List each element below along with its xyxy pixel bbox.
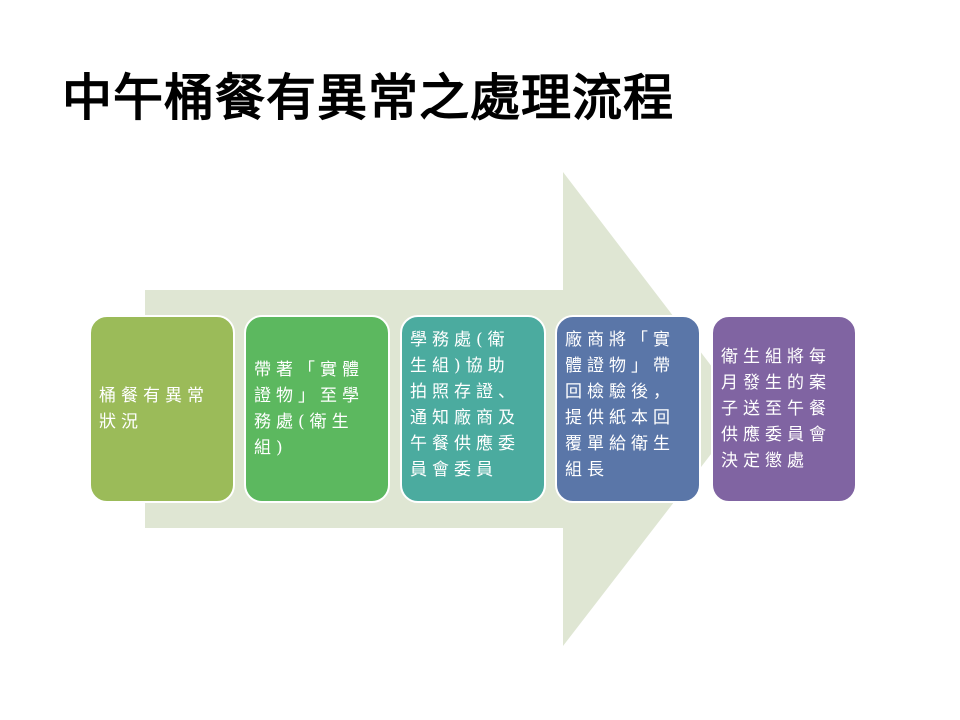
- step-text-line: 決定懲處: [721, 451, 809, 471]
- step-text-line: 子送至午餐: [721, 399, 831, 419]
- step-4-box: 廠商將「實體證物」帶回檢驗後， 提供紙本回覆單給衛生組長: [555, 315, 701, 503]
- step-5-box: 衛生組將每月發生的案子送至午餐供應委員會決定懲處: [711, 315, 857, 503]
- step-text-line: 提供紙本回: [565, 408, 675, 428]
- step-text-line: 狀況: [99, 412, 143, 432]
- step-text-line: 生組)協助: [410, 356, 510, 376]
- step-text-line: 證物」至學: [254, 386, 364, 406]
- page-title: 中午桶餐有異常之處理流程: [62, 69, 674, 127]
- step-text-line: 學務處(衛: [410, 330, 510, 350]
- step-text-line: 午餐供應委: [410, 434, 520, 454]
- step-text-line: 覆單給衛生: [565, 434, 675, 454]
- step-text-line: 供應委員會: [721, 425, 831, 445]
- step-text-line: 月發生的案: [721, 373, 831, 393]
- step-text-line: 衛生組將每: [721, 347, 831, 367]
- step-text-line: 桶餐有異常: [99, 386, 209, 406]
- step-text-line: 體證物」帶: [565, 356, 675, 376]
- step-1-box: 桶餐有異常狀況: [89, 315, 235, 503]
- step-text-line: 組): [254, 438, 288, 458]
- step-text-line: 廠商將「實: [565, 330, 675, 350]
- step-text-line: 務處(衛生: [254, 412, 354, 432]
- step-text-line: 組長: [565, 460, 609, 480]
- step-text-line: 拍照存證、: [410, 382, 520, 402]
- step-text-line: 回檢驗後，: [565, 382, 675, 402]
- step-3-box: 學務處(衛生組)協助拍照存證、通知廠商及午餐供應委員會委員: [400, 315, 546, 503]
- step-text-line: 通知廠商及: [410, 408, 520, 428]
- step-text-line: 員會委員: [410, 460, 498, 480]
- step-2-box: 帶著「實體證物」至學務處(衛生組): [244, 315, 390, 503]
- step-text-line: 帶著「實體: [254, 360, 364, 380]
